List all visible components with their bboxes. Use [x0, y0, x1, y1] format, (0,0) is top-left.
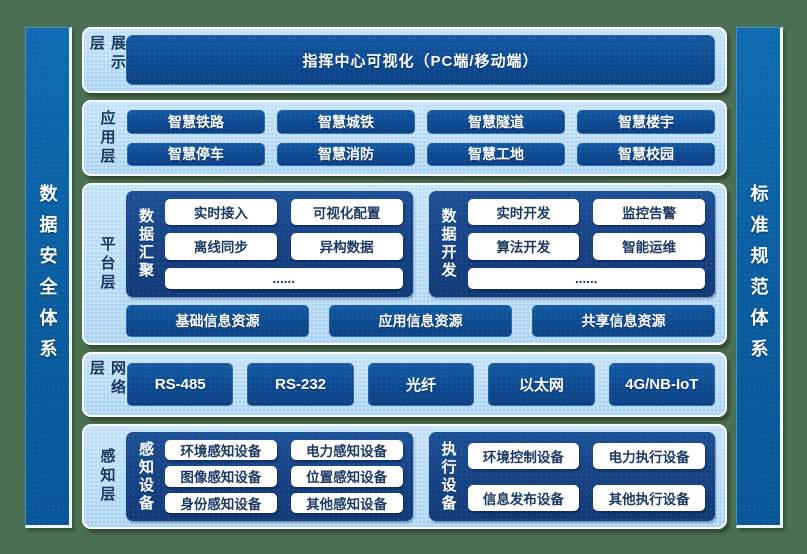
agg-box-more: ...... [165, 267, 403, 289]
layer-platform-body: 数据汇聚 实时接入 可视化配置 离线同步 异构数据 ...... 数据开发 [122, 191, 715, 337]
dev-box-more: ...... [467, 267, 705, 289]
dev-box-smart-ops: 智能运维 [593, 233, 705, 260]
platform-resources: 基础信息资源 应用信息资源 共享信息资源 [126, 305, 715, 337]
app-box-smart-parking: 智慧停车 [127, 142, 265, 166]
layer-perception: 感知层 感知设备 环境感知设备 电力感知设备 图像感知设备 位置感知设备 身份感… [82, 424, 727, 529]
app-box-smart-fire: 智慧消防 [277, 142, 415, 166]
app-box-smart-railway: 智慧铁路 [127, 110, 265, 134]
exec-box-other-exec: 其他执行设备 [593, 484, 705, 511]
agg-box-visual-config: 可视化配置 [290, 199, 403, 226]
net-box-rs232: RS-232 [247, 363, 354, 406]
application-grid: 智慧铁路 智慧城铁 智慧隧道 智慧楼宇 智慧停车 智慧消防 智慧工地 智慧校园 [122, 108, 715, 168]
layer-display: 展示层 指挥中心可视化（PC端/移动端） [82, 27, 727, 93]
platform-groups: 数据汇聚 实时接入 可视化配置 离线同步 异构数据 ...... 数据开发 [126, 191, 715, 297]
exec-box-power-exec: 电力执行设备 [593, 442, 705, 469]
group-data-development-label: 数据开发 [439, 208, 457, 280]
pillar-data-security-label: 数据安全体系 [37, 183, 58, 370]
layer-network: 网络层 RS-485 RS-232 光纤 以太网 4G/NB-IoT [82, 352, 727, 417]
sense-box-other: 其他感知设备 [290, 492, 403, 513]
agg-box-offline-sync: 离线同步 [165, 233, 277, 260]
resource-box-basic-info: 基础信息资源 [126, 305, 309, 337]
perception-devices-grid: 环境感知设备 电力感知设备 图像感知设备 位置感知设备 身份感知设备 其他感知设… [165, 440, 403, 513]
layer-network-body: RS-485 RS-232 光纤 以太网 4G/NB-IoT [122, 360, 715, 409]
net-box-fiber: 光纤 [367, 363, 475, 406]
layer-application-body: 智慧铁路 智慧城铁 智慧隧道 智慧楼宇 智慧停车 智慧消防 智慧工地 智慧校园 [122, 108, 715, 168]
sense-box-power: 电力感知设备 [290, 440, 403, 461]
exec-box-info-publish: 信息发布设备 [467, 484, 580, 511]
layer-perception-body: 感知设备 环境感知设备 电力感知设备 图像感知设备 位置感知设备 身份感知设备 … [122, 432, 715, 521]
net-box-rs485: RS-485 [127, 363, 234, 406]
group-execution-devices-label: 执行设备 [439, 440, 457, 513]
sense-box-environment: 环境感知设备 [165, 440, 277, 461]
app-box-smart-building: 智慧楼宇 [577, 110, 715, 134]
sense-box-identity: 身份感知设备 [165, 492, 277, 513]
net-box-4g-nbiot: 4G/NB-IoT [608, 363, 715, 406]
data-development-grid: 实时开发 监控告警 算法开发 智能运维 ...... [467, 199, 705, 289]
layer-display-label: 展示层 [88, 35, 126, 73]
group-perception-devices: 感知设备 环境感知设备 电力感知设备 图像感知设备 位置感知设备 身份感知设备 … [126, 432, 413, 521]
layer-network-label: 网络层 [88, 360, 126, 398]
execution-devices-grid: 环境控制设备 电力执行设备 信息发布设备 其他执行设备 [467, 440, 705, 513]
group-data-aggregation: 数据汇聚 实时接入 可视化配置 离线同步 异构数据 ...... [126, 191, 413, 297]
pillar-data-security: 数据安全体系 [25, 27, 72, 528]
group-data-aggregation-label: 数据汇聚 [137, 208, 154, 280]
resource-box-app-info: 应用信息资源 [329, 305, 512, 337]
pillar-standards-label: 标准规范体系 [748, 183, 769, 370]
layer-perception-label: 感知层 [98, 448, 116, 505]
layer-application-label: 应用层 [98, 109, 116, 167]
layer-application: 应用层 智慧铁路 智慧城铁 智慧隧道 智慧楼宇 智慧停车 智慧消防 智慧工地 智… [82, 100, 727, 176]
group-execution-devices: 执行设备 环境控制设备 电力执行设备 信息发布设备 其他执行设备 [429, 432, 716, 521]
dev-box-monitor-alert: 监控告警 [593, 199, 705, 226]
resource-box-shared-info: 共享信息资源 [532, 305, 715, 337]
data-aggregation-grid: 实时接入 可视化配置 离线同步 异构数据 ...... [165, 199, 403, 289]
agg-box-realtime-access: 实时接入 [165, 199, 277, 226]
sense-box-image: 图像感知设备 [165, 466, 277, 487]
layer-platform-label: 平台层 [98, 235, 116, 293]
app-box-smart-metro: 智慧城铁 [277, 110, 415, 134]
exec-box-env-control: 环境控制设备 [467, 442, 580, 469]
agg-box-hetero-data: 异构数据 [290, 233, 403, 260]
group-data-development: 数据开发 实时开发 监控告警 算法开发 智能运维 ...... [429, 191, 716, 297]
net-box-ethernet: 以太网 [488, 363, 595, 406]
app-box-smart-site: 智慧工地 [427, 142, 565, 166]
network-grid: RS-485 RS-232 光纤 以太网 4G/NB-IoT [122, 360, 715, 409]
layer-platform: 平台层 数据汇聚 实时接入 可视化配置 离线同步 异构数据 ...... [82, 183, 727, 345]
pillar-standards: 标准规范体系 [736, 27, 783, 528]
app-box-smart-campus: 智慧校园 [577, 142, 715, 166]
layers-stack: 展示层 指挥中心可视化（PC端/移动端） 应用层 智慧铁路 智慧城铁 智慧隧道 … [82, 27, 727, 529]
command-center-box: 指挥中心可视化（PC端/移动端） [126, 35, 715, 85]
layer-display-body: 指挥中心可视化（PC端/移动端） [122, 35, 715, 85]
group-perception-devices-label: 感知设备 [137, 440, 154, 513]
app-box-smart-tunnel: 智慧隧道 [427, 110, 565, 134]
dev-box-algorithm-dev: 算法开发 [467, 233, 580, 260]
sense-box-location: 位置感知设备 [290, 466, 403, 487]
dev-box-realtime-dev: 实时开发 [467, 199, 580, 226]
